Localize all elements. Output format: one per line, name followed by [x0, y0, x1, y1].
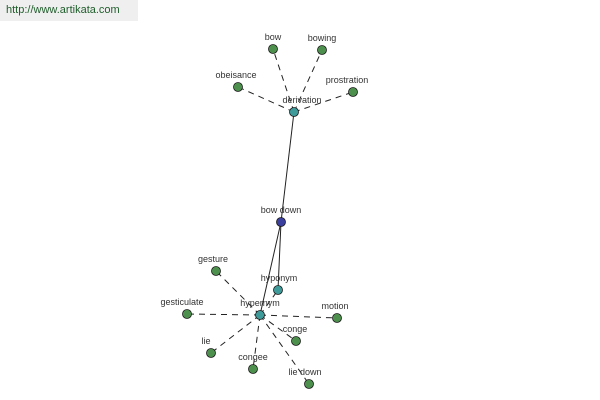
edge-derivation-bow	[272, 48, 295, 113]
label-prostration[interactable]: prostration	[326, 75, 369, 85]
label-bowing[interactable]: bowing	[308, 33, 337, 43]
node-congee[interactable]	[248, 364, 258, 374]
edge-hypernym-conge	[259, 314, 297, 342]
node-derivation[interactable]	[289, 107, 299, 117]
label-conge[interactable]: conge	[283, 324, 308, 334]
label-lie-down[interactable]: lie down	[288, 367, 321, 377]
label-gesture[interactable]: gesture	[198, 254, 228, 264]
edge-hypernym-motion	[259, 314, 338, 319]
label-hypernym[interactable]: hypernym	[240, 298, 280, 308]
node-conge[interactable]	[291, 336, 301, 346]
label-layer: bow down derivation hyponym hypernym bow bowi…	[160, 32, 368, 377]
node-bowing[interactable]	[317, 45, 327, 55]
source-url[interactable]: http://www.artikata.com	[0, 0, 138, 21]
node-bow-down[interactable]	[276, 217, 286, 227]
edge-hypernym-lie_down	[259, 314, 310, 385]
label-bow-down[interactable]: bow down	[261, 205, 302, 215]
node-gesticulate[interactable]	[182, 309, 192, 319]
node-lie-down[interactable]	[304, 379, 314, 389]
edge-hypernym-gesture	[215, 270, 261, 316]
label-derivation[interactable]: derivation	[282, 95, 321, 105]
label-obeisance[interactable]: obeisance	[215, 70, 256, 80]
edge-derivation-bowing	[293, 49, 323, 113]
edge-hypernym-gesticulate	[186, 313, 261, 316]
label-motion[interactable]: motion	[321, 301, 348, 311]
label-hyponym[interactable]: hyponym	[261, 273, 298, 283]
edge-layer	[186, 48, 354, 385]
edge-bow_down-hyponym	[277, 221, 282, 291]
node-bow[interactable]	[268, 44, 278, 54]
node-motion[interactable]	[332, 313, 342, 323]
edge-hypernym-congee	[252, 314, 261, 370]
node-layer	[182, 44, 358, 389]
node-gesture[interactable]	[211, 266, 221, 276]
node-obeisance[interactable]	[233, 82, 243, 92]
label-lie[interactable]: lie	[201, 336, 210, 346]
edge-hypernym-lie	[210, 314, 261, 354]
label-gesticulate[interactable]: gesticulate	[160, 297, 203, 307]
edge-bow_down-hypernym	[259, 221, 282, 316]
node-prostration[interactable]	[348, 87, 358, 97]
node-hyponym[interactable]	[273, 285, 283, 295]
label-congee[interactable]: congee	[238, 352, 268, 362]
node-hypernym[interactable]	[255, 310, 265, 320]
edge-bow_down-derivation	[280, 111, 295, 223]
edge-hypernym-hyponym	[259, 289, 279, 316]
label-bow[interactable]: bow	[265, 32, 282, 42]
node-lie[interactable]	[206, 348, 216, 358]
